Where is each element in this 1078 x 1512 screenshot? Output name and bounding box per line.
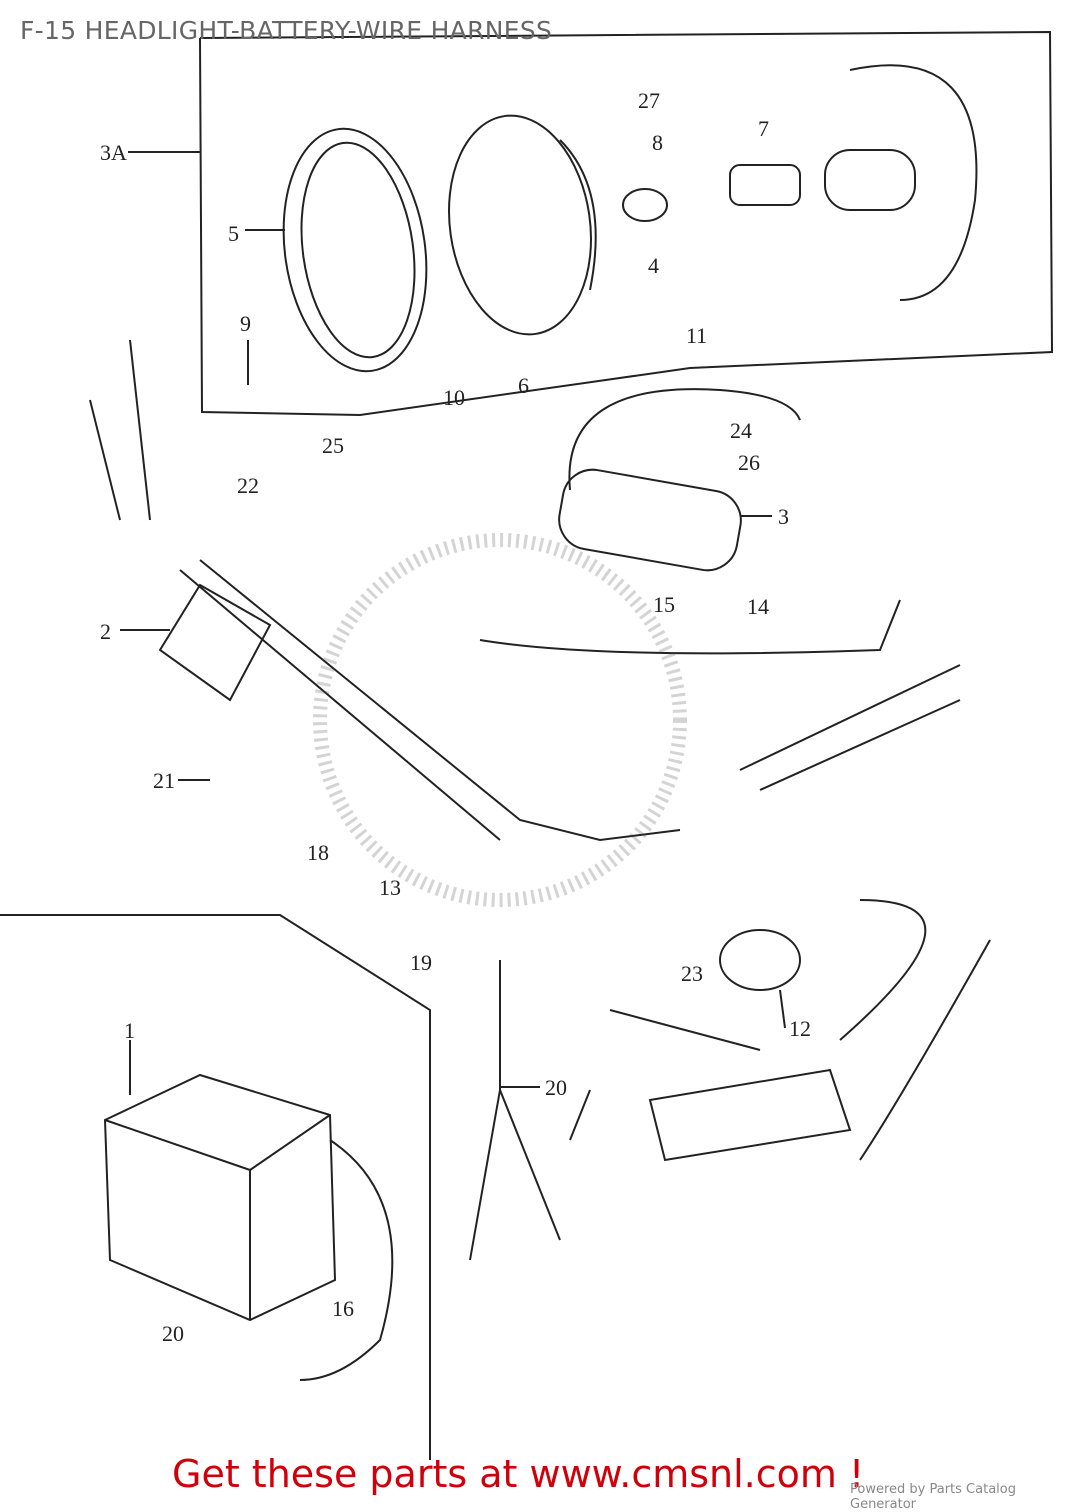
callout-3A: 3A — [100, 140, 127, 165]
callout-2: 2 — [100, 619, 111, 644]
callout-23: 23 — [681, 961, 703, 986]
headlight-group-frame — [199, 30, 1054, 417]
powered-by-text: Powered by Parts Catalog Generator — [850, 1482, 1016, 1512]
callout-24: 24 — [730, 418, 752, 443]
battery — [103, 1073, 337, 1322]
callout-25: 25 — [322, 433, 344, 458]
callout-26: 26 — [738, 450, 760, 475]
callout-7: 7 — [758, 116, 769, 141]
ignition-switch — [719, 929, 801, 991]
callout-21: 21 — [153, 768, 175, 793]
callout-9: 9 — [240, 311, 251, 336]
callout-22: 22 — [237, 473, 259, 498]
callout-10: 10 — [443, 385, 465, 410]
callout-1: 1 — [124, 1018, 135, 1043]
socket — [729, 164, 801, 206]
headlight-reflector — [448, 114, 592, 336]
callout-13: 13 — [379, 875, 401, 900]
promo-link[interactable]: Get these parts at www.cmsnl.com ! — [172, 1452, 865, 1496]
ignition-coil — [558, 468, 742, 572]
callout-8: 8 — [652, 130, 663, 155]
callout-11: 11 — [686, 323, 707, 348]
callout-5: 5 — [228, 221, 239, 246]
callout-18: 18 — [307, 840, 329, 865]
wire-harness — [199, 559, 681, 842]
callout-14: 14 — [747, 594, 769, 619]
headlight-rim — [282, 127, 428, 373]
callout-15: 15 — [653, 592, 675, 617]
callout-20: 20 — [545, 1075, 567, 1100]
callout-19: 19 — [410, 950, 432, 975]
bulb — [622, 188, 668, 222]
callout-12: 12 — [789, 1016, 811, 1041]
watermark — [313, 533, 687, 907]
page-title: F-15 HEADLIGHT-BATTERY-WIRE HARNESS — [20, 16, 553, 45]
callout-20: 20 — [162, 1321, 184, 1346]
callout-27: 27 — [638, 88, 660, 113]
callout-4: 4 — [648, 253, 659, 278]
callout-3: 3 — [778, 504, 789, 529]
callout-6: 6 — [518, 373, 529, 398]
callout-16: 16 — [332, 1296, 354, 1321]
